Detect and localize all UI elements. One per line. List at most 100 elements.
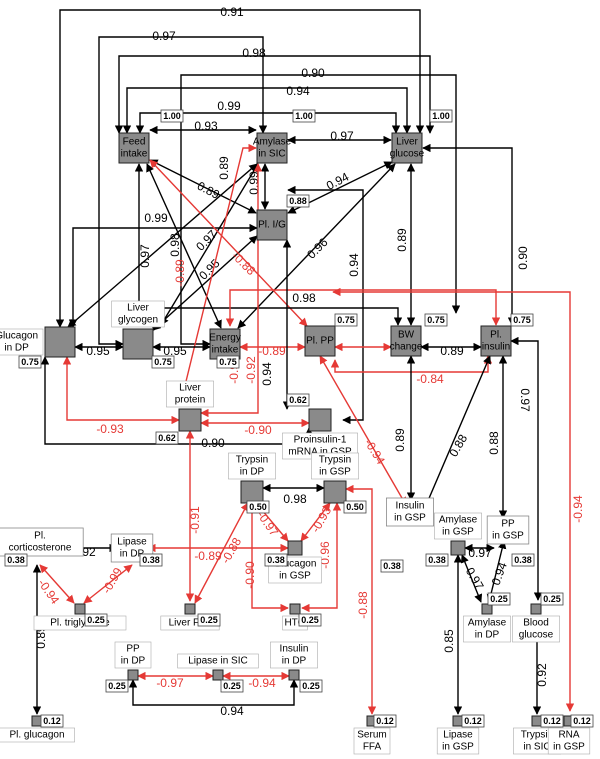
edge-weight-label: -0.84 — [416, 372, 444, 386]
node-label: Blood — [523, 618, 549, 629]
edge-liver_glucose-energy: 0.96 — [237, 163, 396, 329]
node-label-box — [353, 727, 391, 755]
edge-weight-label: 0.94 — [260, 362, 274, 386]
node-value-box — [511, 553, 535, 567]
node-pl-ig: Pl. I/G0.88 — [256, 194, 310, 241]
edge-liver_glucose-pl_insulin: 0.90 — [422, 143, 530, 326]
edge-weight-label: 0.85 — [442, 629, 456, 653]
edge-weight-label: -0.94 — [35, 576, 62, 607]
edge-bw-insulin_gsp: 0.89 — [393, 355, 416, 501]
node-label: corticosterone — [9, 543, 72, 554]
edge-glucagon_gsp-lipase_dp: -0.89 — [147, 543, 289, 563]
node-box — [212, 669, 224, 681]
node-value-box — [380, 559, 404, 573]
edge-bw-pl_insulin: 0.89 — [420, 342, 482, 358]
node-value-box — [151, 355, 175, 369]
node-label: in GSP — [492, 531, 524, 542]
edge-weight-label: 0.97 — [518, 388, 532, 412]
edge-line — [180, 74, 461, 349]
node-label: Trypsin — [319, 455, 351, 466]
node-value: 1.00 — [163, 111, 181, 121]
node-value: 1.00 — [295, 111, 313, 121]
node-box — [390, 325, 422, 357]
edge-weight-label: -0.93 — [308, 504, 334, 535]
node-value-box — [264, 553, 288, 567]
edge-amylase_gsp-amylase_dp: 0.97 — [460, 554, 487, 603]
edge-line — [114, 55, 435, 134]
edge-weight-label: 0.89 — [217, 156, 231, 180]
node-label: in DP — [282, 656, 307, 667]
node-value: 0.62 — [289, 395, 307, 405]
edge-weight-label: -0.91 — [188, 506, 202, 534]
edge-weight-label: 0.97 — [330, 129, 354, 143]
node-label: in DP — [240, 467, 265, 478]
node-label: Pl. triglyceide — [50, 618, 110, 629]
node-label: mRNA in GSP — [288, 447, 352, 458]
node-box — [450, 540, 466, 556]
edge-weight-label: -0.89 — [258, 344, 286, 358]
edge-liver_protein-liver_ffa: -0.91 — [185, 430, 202, 602]
edge-line — [128, 679, 299, 706]
node-value-box — [424, 313, 448, 327]
edge-weight-label: 0.90 — [201, 436, 225, 450]
node-label: in GSP — [442, 527, 474, 538]
node-label: in SIC — [523, 742, 550, 753]
edge-line — [39, 564, 75, 604]
edge-weight-label: 0.98 — [283, 492, 307, 506]
edge-weight-label: -0.90 — [243, 561, 257, 589]
node-value: 0.75 — [21, 357, 39, 367]
edge-weight-label: -0.94 — [362, 436, 389, 467]
edge-glucagon_dp-liver_glycogen: 0.95 — [74, 342, 124, 358]
edge-trypsin_gsp-serum_ffa: -0.88 — [345, 484, 377, 715]
node-label: Amylase — [439, 515, 478, 526]
node-label-box — [166, 380, 214, 408]
node-label: in DP — [4, 343, 29, 354]
node-value: 0.38 — [428, 555, 446, 565]
edge-amylase_sic-liver_glucose: 0.97 — [287, 129, 392, 145]
edge-line — [332, 287, 575, 712]
edge-weight-label: -0.88 — [229, 249, 258, 278]
node-label-box — [463, 615, 511, 643]
node-value: 0.75 — [337, 315, 355, 325]
edge-weight-label: 0.90 — [516, 246, 530, 270]
edge-line — [345, 484, 377, 715]
edge-weight-label: 0.94 — [220, 704, 244, 718]
node-label: glucose — [519, 630, 554, 641]
edge-weight-label: 0.89 — [195, 179, 222, 202]
node-value: 1.00 — [432, 111, 450, 121]
node-box — [127, 669, 139, 681]
edge-weight-label: 0.97 — [468, 546, 492, 560]
node-label: Proinsulin-1 — [294, 435, 347, 446]
edge-line — [301, 502, 342, 613]
node-value: 0.38 — [267, 555, 285, 565]
node-value: 0.25 — [490, 594, 508, 604]
node-box — [122, 328, 154, 360]
edge-pl_cort-pl_trig: -0.94 — [35, 564, 75, 607]
edge-weight-label: 0.92 — [535, 663, 549, 687]
node-value: 0.50 — [346, 502, 364, 512]
node-value-box — [105, 679, 129, 693]
node-label-box — [228, 452, 276, 480]
node-box — [385, 497, 434, 527]
edge-line — [422, 143, 517, 326]
node-box — [481, 603, 493, 615]
edge-line — [55, 9, 425, 328]
node-value: 0.75 — [154, 357, 172, 367]
node-label: Pl. glucagon — [9, 730, 64, 741]
edge-amylase_gsp-pp_gsp: 0.97 — [464, 543, 495, 560]
node-value-box — [570, 714, 594, 728]
edge-weight-label: 0.90 — [301, 66, 325, 80]
edge-pl_insulin-pp_gsp: 0.88 — [487, 355, 508, 519]
